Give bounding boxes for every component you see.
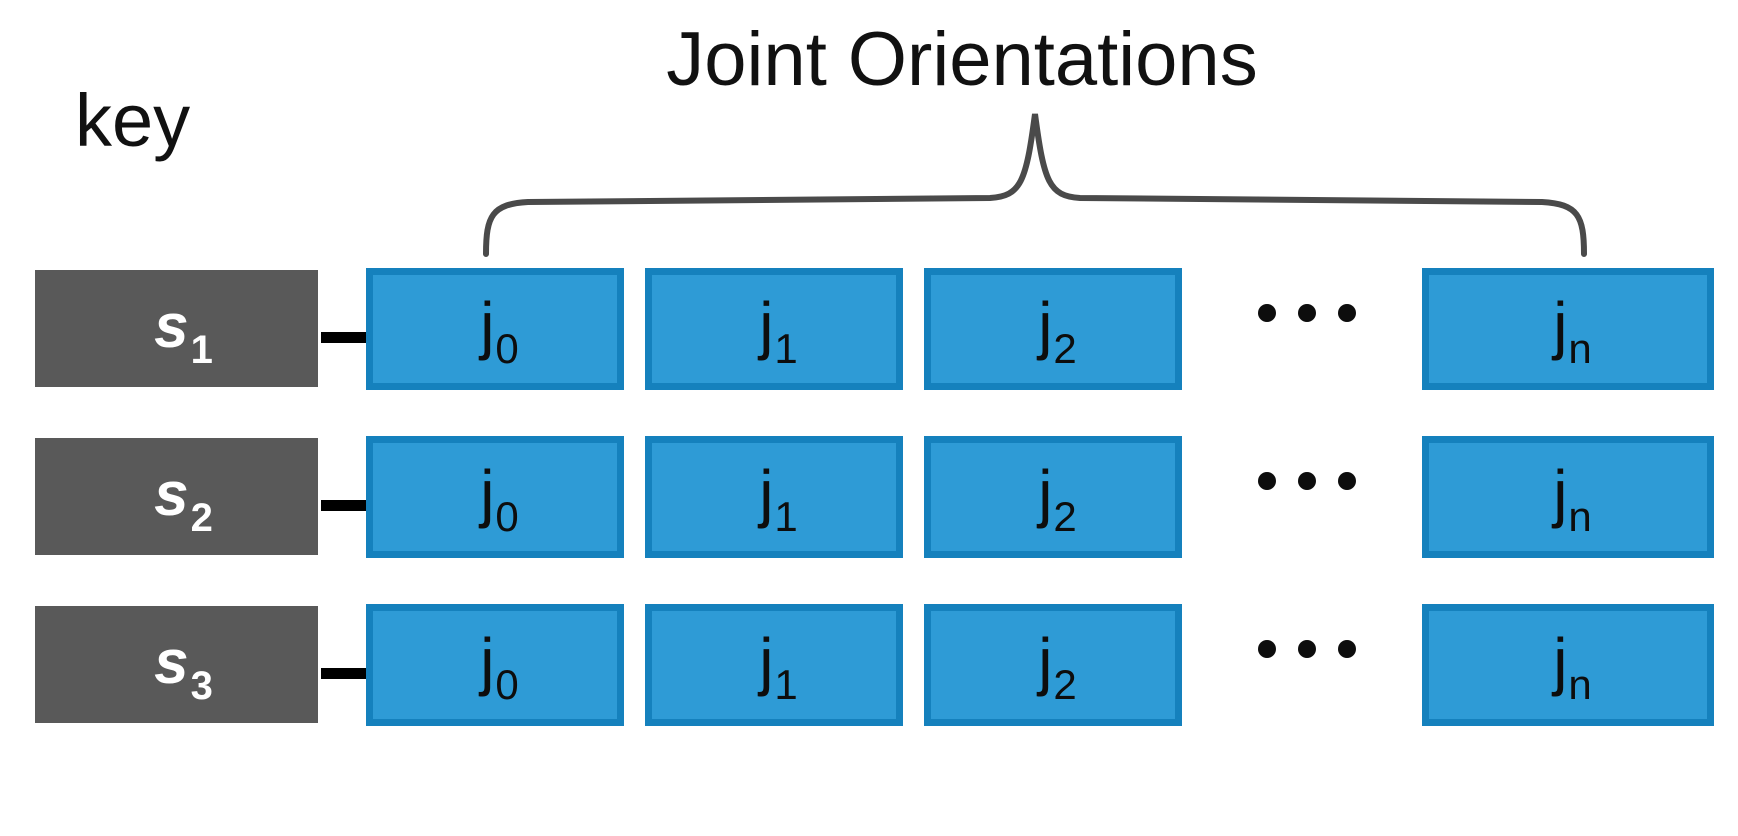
joint-subscript: 0 [495, 325, 519, 372]
ellipsis-dot [1258, 304, 1276, 322]
joint-symbol: j1 [759, 289, 798, 372]
joint-box[interactable]: jn [1422, 268, 1714, 390]
joint-symbol: jn [1553, 625, 1592, 708]
joint-subscript: n [1568, 493, 1592, 540]
ellipsis-icon [1222, 304, 1392, 322]
joint-symbol: j0 [480, 457, 519, 540]
joint-symbol: j0 [480, 289, 519, 372]
joint-symbol: jn [1553, 457, 1592, 540]
ellipsis-dot [1338, 472, 1356, 490]
joint-symbol: j2 [1038, 289, 1077, 372]
joint-box[interactable]: jn [1422, 604, 1714, 726]
key-column-label: key [75, 79, 191, 162]
joint-symbol: j0 [480, 625, 519, 708]
key-joint-connector [321, 332, 369, 343]
joint-box[interactable]: j2 [924, 604, 1182, 726]
key-joint-connector [321, 668, 369, 679]
joint-subscript: 2 [1053, 661, 1077, 708]
joint-symbol: j1 [759, 625, 798, 708]
ellipsis-dot [1338, 640, 1356, 658]
joint-box[interactable]: j0 [366, 604, 624, 726]
key-joint-connector [321, 500, 369, 511]
key-symbol: s1 [154, 291, 213, 372]
key-symbol: s3 [154, 627, 213, 708]
page-title: Joint Orientations [666, 17, 1258, 102]
curly-brace-icon [470, 108, 1600, 258]
joint-symbol: j2 [1038, 625, 1077, 708]
joint-subscript: 2 [1053, 325, 1077, 372]
key-box[interactable]: s2 [35, 438, 318, 555]
joint-box[interactable]: j1 [645, 604, 903, 726]
joint-box[interactable]: j1 [645, 268, 903, 390]
ellipsis-dot [1298, 640, 1316, 658]
key-box[interactable]: s1 [35, 270, 318, 387]
joint-box[interactable]: j2 [924, 268, 1182, 390]
joint-symbol: j1 [759, 457, 798, 540]
joint-subscript: 1 [774, 493, 798, 540]
joint-subscript: 1 [774, 325, 798, 372]
ellipsis-dot [1258, 472, 1276, 490]
ellipsis-dot [1298, 472, 1316, 490]
ellipsis-dot [1258, 640, 1276, 658]
sequence-row: s3 j0 j1 j2 jn [0, 598, 1738, 728]
joint-subscript: 0 [495, 493, 519, 540]
joint-subscript: n [1568, 661, 1592, 708]
key-subscript: 2 [190, 495, 213, 540]
joint-box[interactable]: j1 [645, 436, 903, 558]
joint-subscript: 2 [1053, 493, 1077, 540]
sequence-row: s1 j0 j1 j2 jn [0, 262, 1738, 392]
joint-subscript: n [1568, 325, 1592, 372]
key-subscript: 1 [190, 327, 213, 372]
key-symbol: s2 [154, 459, 213, 540]
key-box[interactable]: s3 [35, 606, 318, 723]
joint-box[interactable]: j0 [366, 436, 624, 558]
joint-subscript: 1 [774, 661, 798, 708]
ellipsis-icon [1222, 640, 1392, 658]
joint-box[interactable]: j2 [924, 436, 1182, 558]
joint-box[interactable]: jn [1422, 436, 1714, 558]
ellipsis-icon [1222, 472, 1392, 490]
joint-symbol: jn [1553, 289, 1592, 372]
ellipsis-dot [1298, 304, 1316, 322]
key-subscript: 3 [190, 663, 213, 708]
joint-symbol: j2 [1038, 457, 1077, 540]
sequence-row: s2 j0 j1 j2 jn [0, 430, 1738, 560]
ellipsis-dot [1338, 304, 1356, 322]
joint-subscript: 0 [495, 661, 519, 708]
joint-box[interactable]: j0 [366, 268, 624, 390]
